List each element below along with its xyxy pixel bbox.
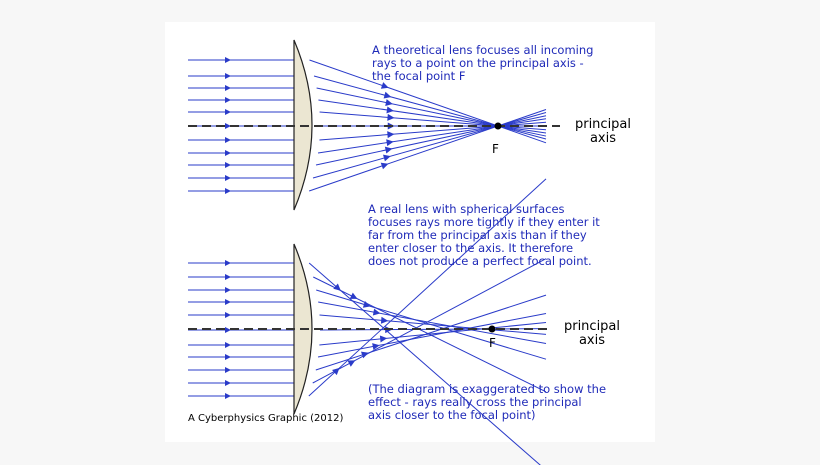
ray-arrowhead — [225, 123, 231, 129]
ray-arrowhead — [225, 162, 231, 168]
principal-axis-label-top: principal axis — [574, 117, 632, 146]
refracted-ray — [318, 99, 547, 134]
ray-arrowhead — [379, 335, 388, 343]
credit-line: A Cyberphysics Graphic (2012) — [188, 413, 344, 424]
refracted-ray — [319, 121, 547, 141]
refracted-ray — [319, 111, 547, 131]
ray-arrowhead — [386, 139, 394, 147]
ray-arrowhead — [225, 73, 231, 79]
real-lens-panel — [188, 178, 552, 465]
ray-arrowhead — [225, 367, 231, 373]
ray-arrowhead — [225, 342, 231, 348]
ray-arrowhead — [225, 260, 231, 266]
ray-arrowhead — [225, 380, 231, 386]
ray-arrowhead — [387, 131, 395, 139]
ray-arrowhead — [225, 85, 231, 91]
ray-arrowhead — [372, 308, 381, 316]
ideal-lens-panel — [188, 39, 560, 211]
diagram-background — [165, 22, 655, 442]
focal-point — [494, 122, 502, 130]
focal-point-label-bottom: F — [489, 336, 496, 350]
ray-arrowhead — [225, 312, 231, 318]
refracted-ray — [317, 118, 547, 154]
ray-arrowhead — [225, 97, 231, 103]
ray-arrowhead — [225, 57, 231, 63]
ray-arrowhead — [225, 354, 231, 360]
ray-arrowhead — [347, 360, 356, 367]
ideal-lens-caption: A theoretical lens focuses all incoming … — [372, 43, 594, 83]
refracted-ray — [308, 178, 547, 397]
ray-arrowhead — [225, 188, 231, 194]
ray-arrowhead — [385, 99, 393, 106]
ray-arrowhead — [380, 162, 389, 170]
real-lens-caption: A real lens with spherical surfaces focu… — [368, 202, 600, 268]
ray-arrowhead — [384, 146, 393, 154]
principal-axis-label-bottom: principal axis — [563, 319, 621, 348]
refracted-ray — [315, 294, 547, 371]
ray-arrowhead — [225, 175, 231, 181]
ray-arrowhead — [333, 283, 341, 291]
ray-arrowhead — [225, 109, 231, 115]
refracted-ray — [319, 322, 547, 346]
focal-point-label-top: F — [492, 142, 499, 156]
ray-arrowhead — [225, 299, 231, 305]
ray-arrowhead — [225, 150, 231, 156]
refracted-ray — [316, 87, 547, 137]
focal-point — [488, 325, 496, 333]
ray-arrowhead — [380, 316, 389, 324]
ray-arrowhead — [225, 137, 231, 143]
refracted-ray — [308, 109, 547, 192]
ray-arrowhead — [225, 274, 231, 280]
refracted-ray — [312, 112, 547, 179]
refracted-ray — [315, 115, 547, 166]
ray-arrowhead — [332, 367, 340, 376]
ray-arrowhead — [386, 106, 394, 114]
refracted-ray — [313, 75, 547, 140]
refracted-ray — [308, 262, 541, 465]
refracted-ray — [309, 59, 547, 144]
ray-arrowhead — [225, 327, 231, 333]
ray-arrowhead — [383, 91, 392, 99]
ray-arrowhead — [372, 343, 380, 350]
ray-arrowhead — [225, 287, 231, 293]
refracted-ray — [319, 314, 547, 335]
refracted-ray — [317, 313, 547, 358]
ray-arrowhead — [380, 82, 389, 89]
ray-arrowhead — [225, 393, 231, 399]
refracted-ray — [318, 301, 547, 345]
ray-arrowhead — [387, 113, 395, 121]
ray-arrowhead — [349, 292, 358, 299]
exaggeration-note: (The diagram is exaggerated to show the … — [368, 382, 607, 422]
ray-arrowhead — [383, 154, 391, 162]
refracted-ray — [312, 258, 547, 384]
ray-arrowhead — [362, 301, 371, 308]
